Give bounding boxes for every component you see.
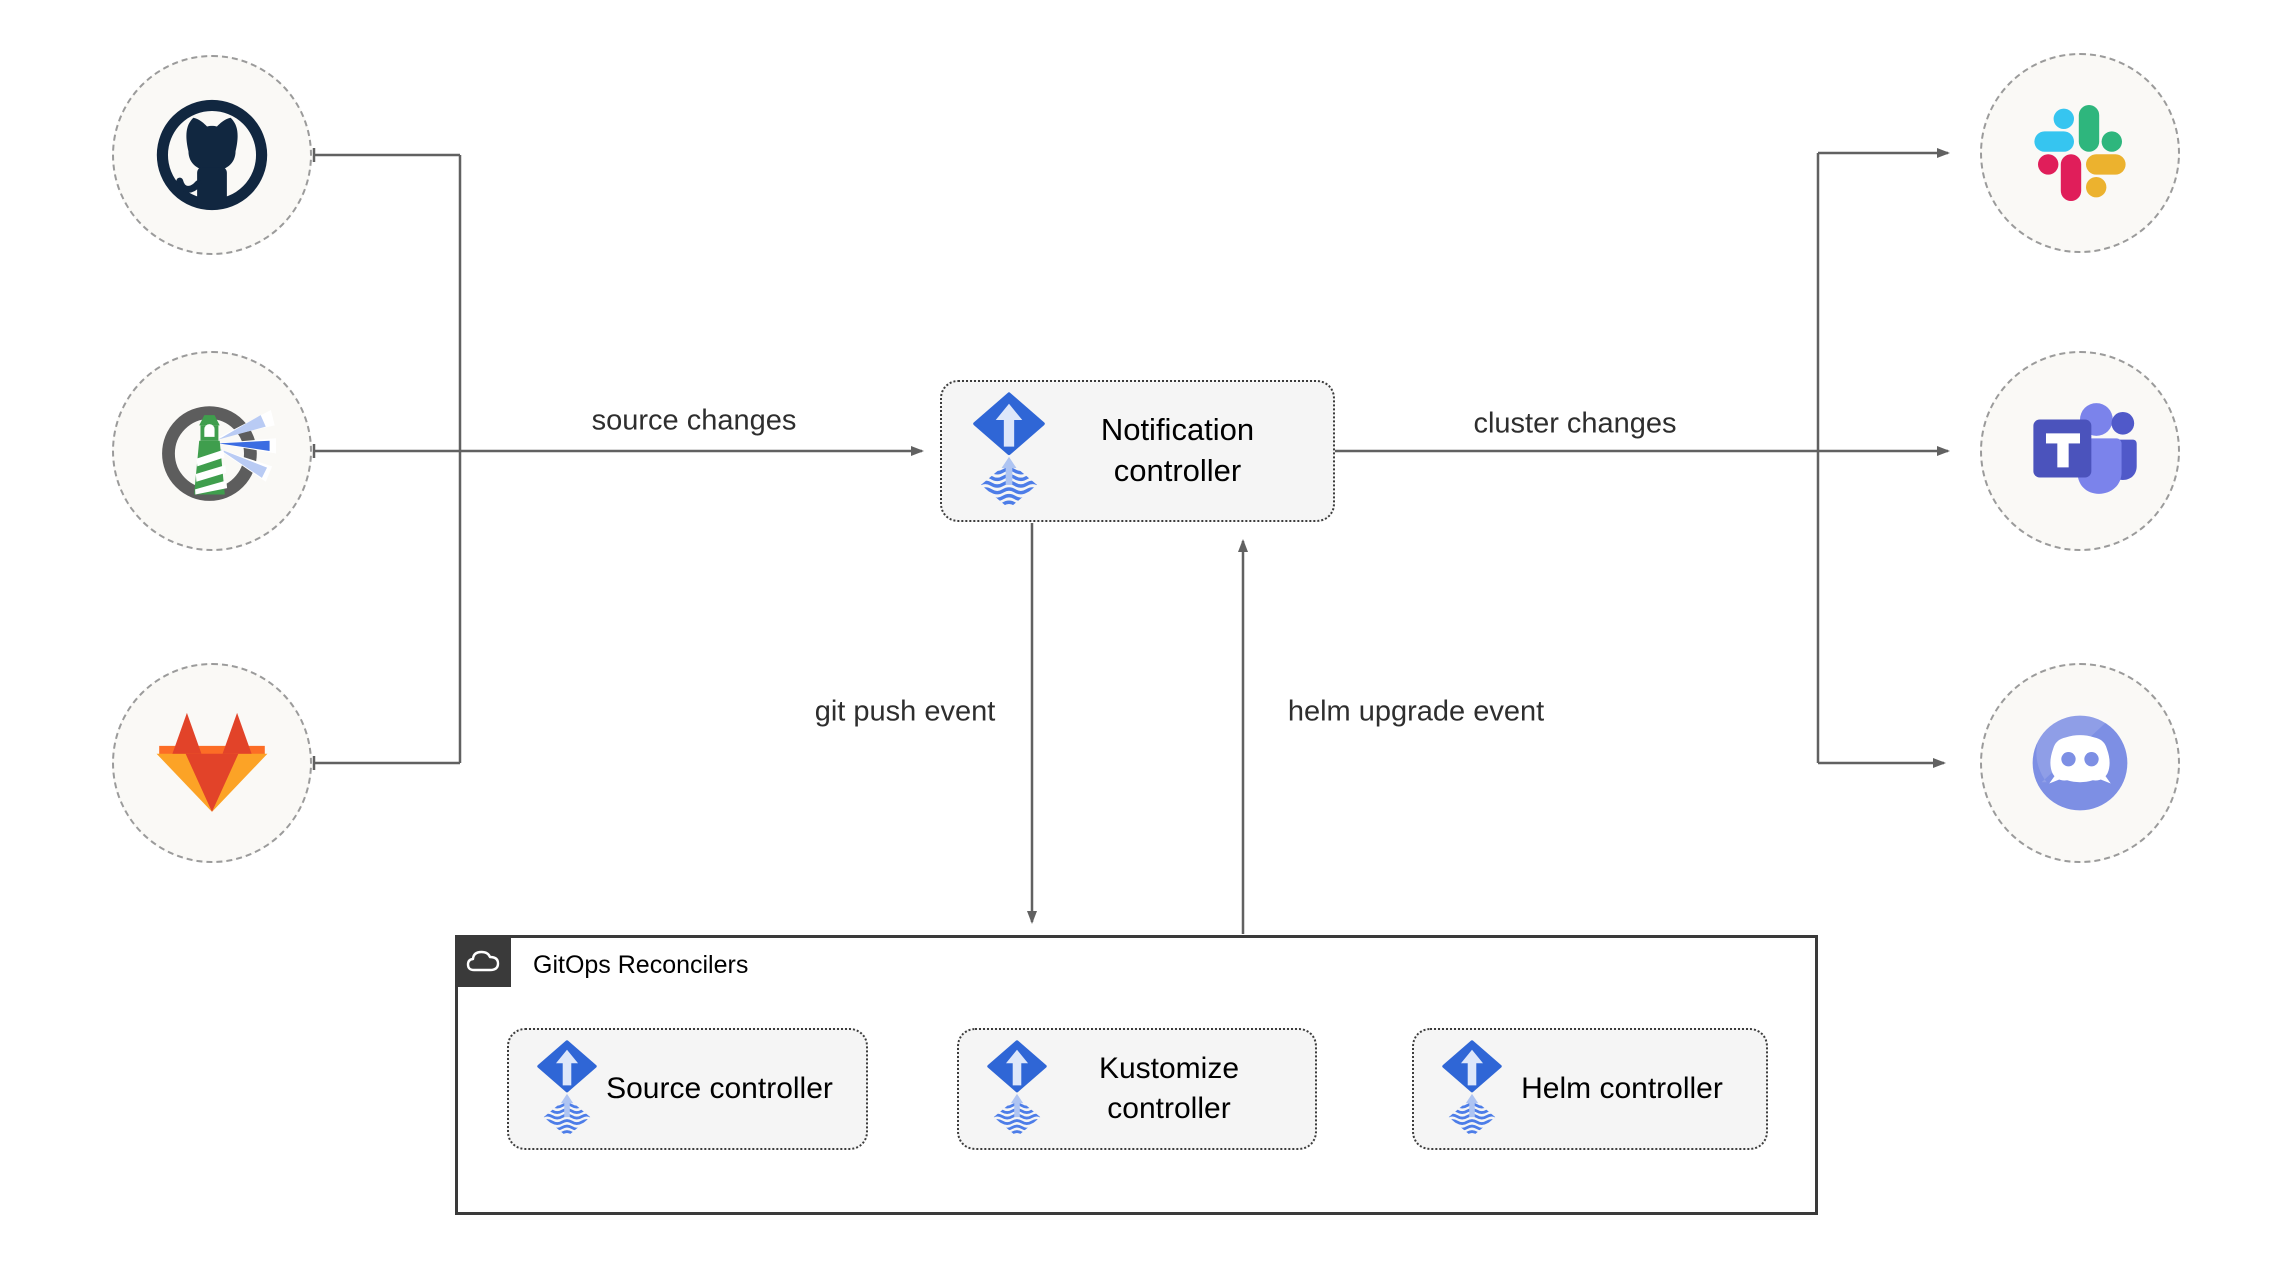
source-node-gitlab bbox=[112, 663, 312, 863]
target-node-slack bbox=[1980, 53, 2180, 253]
node-notification-controller: Notification controller bbox=[940, 380, 1335, 522]
edge-label-source-changes: source changes bbox=[587, 404, 801, 438]
teams-icon bbox=[2033, 403, 2137, 494]
discord-icon bbox=[2032, 705, 2128, 811]
target-node-discord bbox=[1980, 663, 2180, 863]
edge-label-git-push-event: git push event bbox=[810, 695, 1000, 729]
gitlab-icon bbox=[156, 712, 268, 812]
node-kustomize-controller: Kustomize controller bbox=[957, 1028, 1317, 1150]
target-node-teams bbox=[1980, 351, 2180, 551]
slack-icon bbox=[2034, 105, 2126, 201]
node-label: Notification controller bbox=[1100, 412, 1255, 488]
source-node-github bbox=[112, 55, 312, 255]
harbor-icon bbox=[162, 406, 276, 501]
flux-icon bbox=[1414, 1040, 1504, 1138]
github-icon bbox=[156, 99, 268, 211]
node-label: Helm controller bbox=[1521, 1072, 1723, 1106]
group-badge bbox=[455, 935, 511, 987]
node-label: Kustomize controller bbox=[1098, 1052, 1240, 1125]
edge-label-cluster-changes: cluster changes bbox=[1469, 407, 1681, 441]
node-source-controller: Source controller bbox=[507, 1028, 868, 1150]
cloud-icon bbox=[466, 950, 500, 972]
flux-icon bbox=[509, 1040, 599, 1138]
group-title: GitOps Reconcilers bbox=[533, 951, 749, 979]
flux-icon bbox=[959, 1040, 1049, 1138]
source-node-harbor bbox=[112, 351, 312, 551]
edge-label-helm-upgrade-event: helm upgrade event bbox=[1283, 695, 1549, 729]
node-helm-controller: Helm controller bbox=[1412, 1028, 1768, 1150]
node-label: Source controller bbox=[606, 1072, 833, 1106]
flux-icon bbox=[942, 392, 1048, 510]
